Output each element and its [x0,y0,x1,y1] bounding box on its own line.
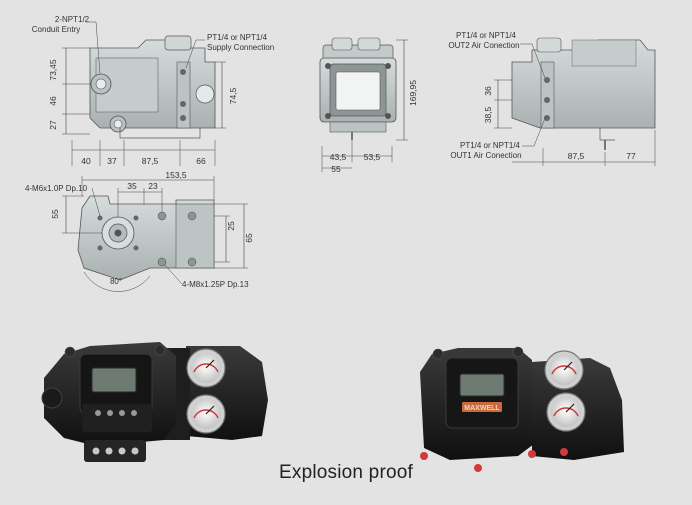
out1-note-line1: PT1/4 or NPT1/4 [460,141,521,150]
key-button-icon [107,410,113,416]
dim-w2: 23 [148,181,158,191]
dim-w1: 43,5 [330,152,347,162]
dim-w3: 55 [331,164,341,174]
m8-note: 4-M8x1.25P Dp.13 [182,280,249,289]
out2-note-line1: PT1/4 or NPT1/4 [456,31,517,40]
m6-note: 4-M6x1.0P Dp.10 [25,184,88,193]
gauge-top [536,37,562,53]
display-window [335,71,381,111]
side-view-left: 73,45 46 27 74,5 40 37 87,5 66 2-NPT1/2 … [32,15,274,166]
dim-h3: 27 [48,120,58,130]
lcd-display [459,373,505,397]
gauge-top [164,35,192,51]
lcd-display [91,367,137,393]
leader-line [522,115,547,147]
key-button-icon [131,410,137,416]
supply-note-line2: Supply Connection [207,43,274,52]
front-view: 169,95 43,5 53,5 55 [319,37,418,174]
conduit-note-line2: Conduit Entry [32,25,80,34]
caption: Explosion proof [279,462,413,483]
key-button-icon [119,410,125,416]
dim-w2: 77 [626,151,636,161]
product-photo-left [41,342,268,462]
dim-w3: 87,5 [142,156,159,166]
supply-note-line1: PT1/4 or NPT1/4 [207,33,268,42]
leader-line [185,39,205,69]
leader-line [86,21,101,75]
angle-label: 80° [110,277,122,286]
dim-w2: 53,5 [364,152,381,162]
dim-h1: 73,45 [48,59,58,81]
bottom-view: 80° 153,5 35 23 55 25 65 4-M6x1.0P Dp.10… [25,170,254,292]
product-photo-right: MAXWELL [420,346,624,472]
dim-w1: 40 [81,156,91,166]
dim-w4: 66 [196,156,206,166]
dim-h2: 46 [48,96,58,106]
out1-note-line2: OUT1 Air Conection [450,151,521,160]
dim-height: 169,95 [408,80,418,106]
key-button-icon [95,410,101,416]
conduit-note-line1: 2-NPT1/2 [55,15,90,24]
dim-w1: 87,5 [568,151,585,161]
dim-w1: 35 [127,181,137,191]
dim-h1: 36 [483,86,493,96]
leader-line [91,187,101,217]
leader-line [520,43,546,79]
out2-note-line2: OUT2 Air Conection [448,41,519,50]
dim-h2: 38,5 [483,106,493,123]
brand-label [462,402,502,412]
leader-line [163,263,183,285]
dim-w2: 37 [107,156,117,166]
dim-left: 55 [50,209,60,219]
dim-r1: 25 [226,221,236,231]
dim-h-right: 74,5 [228,87,238,104]
brand-label-text: MAXWELL [464,405,500,412]
dim-r2: 65 [244,233,254,243]
dim-overall: 153,5 [165,170,187,180]
side-view-right: 36 38,5 87,5 77 PT1/4 or NPT1/4 OUT2 Air… [448,31,656,166]
